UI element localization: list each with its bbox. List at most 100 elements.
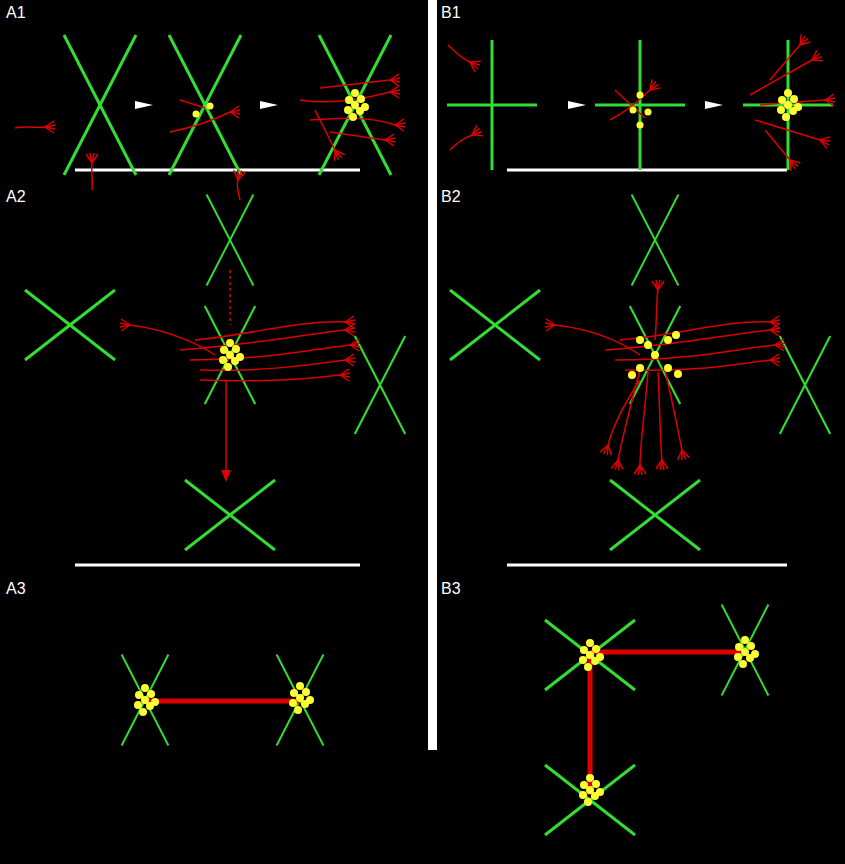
illustration-part [344,89,369,121]
illustration-part [630,92,652,129]
illustration-part [545,319,555,331]
illustration-part [825,94,835,106]
illustration-part [765,130,790,160]
illustration-part [634,465,646,475]
illustration-part [780,336,830,434]
illustration-part [605,330,770,350]
illustration-part [658,372,662,460]
illustration-part [652,280,664,290]
illustration-part [448,45,825,160]
illustration-part [330,147,345,162]
illustration-part [469,125,484,140]
illustration-part [229,270,231,325]
illustration-part [185,480,275,550]
illustration-part [770,45,800,80]
illustration-part [656,460,668,470]
illustration-part [315,110,335,150]
illustration-part [507,564,787,567]
illustration-part [734,636,759,668]
illustration-part [130,270,350,470]
illustration-part [180,330,345,350]
illustration-part [545,765,635,835]
illustration-part [230,106,240,118]
illustration-part [630,107,637,114]
illustration-part [75,564,360,567]
illustration-part [15,80,395,200]
illustration-part [590,652,745,795]
illustration-part [628,331,682,379]
illustration-part [200,375,340,381]
illustration-part [610,480,700,550]
illustration-part [45,121,55,133]
illustration-part [300,92,390,102]
illustration-part [674,370,682,378]
illustration-part [672,331,680,339]
illustration-part [237,180,240,200]
illustration-part [450,290,540,360]
illustration-part [600,443,614,456]
illustration-part [770,316,780,328]
illustration-part [608,380,640,445]
illustration-part [590,650,745,655]
illustration-part [345,354,355,366]
illustration-part [437,0,845,864]
panel-label: B3 [441,580,461,598]
illustration-part [289,682,314,714]
illustration-part [818,134,831,148]
illustration-part [120,319,130,331]
illustration-part [319,35,391,175]
illustration-part [611,459,624,470]
illustration-part [170,112,230,132]
illustration-part [221,470,231,482]
illustration-part [755,120,820,140]
illustration-part [588,652,593,795]
illustration-part [467,57,482,72]
illustration-part [450,135,472,150]
illustration-part [646,79,662,95]
illustration-part [636,364,644,372]
panel-label: A1 [6,4,26,22]
illustration-part [636,336,644,344]
illustration-part [579,639,604,671]
illustration-part [395,119,405,131]
illustration-part [655,290,658,340]
illustration-part [750,60,812,95]
illustration-part [0,0,428,864]
illustration-part [743,40,833,170]
illustration-part [568,101,586,109]
illustration-part [507,169,787,172]
illustration-part [775,339,785,351]
illustration-part [637,92,644,99]
panel-label: B2 [441,188,461,206]
illustration-part [795,33,811,48]
illustration-part [145,699,300,704]
illustration-part [615,345,775,360]
panel-label: B1 [441,4,461,22]
illustration-part [355,336,405,434]
illustration-part [190,345,350,360]
illustration-part [390,86,400,98]
illustration-part [625,360,770,370]
illustration-part [330,132,385,140]
illustration-part [193,111,200,118]
illustration-part [632,194,679,285]
illustration-part [25,290,115,360]
illustration-part [390,74,400,86]
illustration-part [428,750,437,864]
illustration-part [195,322,345,340]
illustration-part [640,372,648,465]
illustration-part [385,134,395,146]
illustration-part [676,449,690,461]
illustration-part [219,339,244,371]
illustration-part [595,40,685,170]
illustration-part [785,156,801,171]
illustration-part [193,103,214,118]
illustration-part [664,364,672,372]
illustration-part [664,336,672,344]
illustration-part [615,90,645,118]
illustration-part [180,100,205,108]
illustration-part [207,103,214,110]
illustration-part [637,122,644,129]
